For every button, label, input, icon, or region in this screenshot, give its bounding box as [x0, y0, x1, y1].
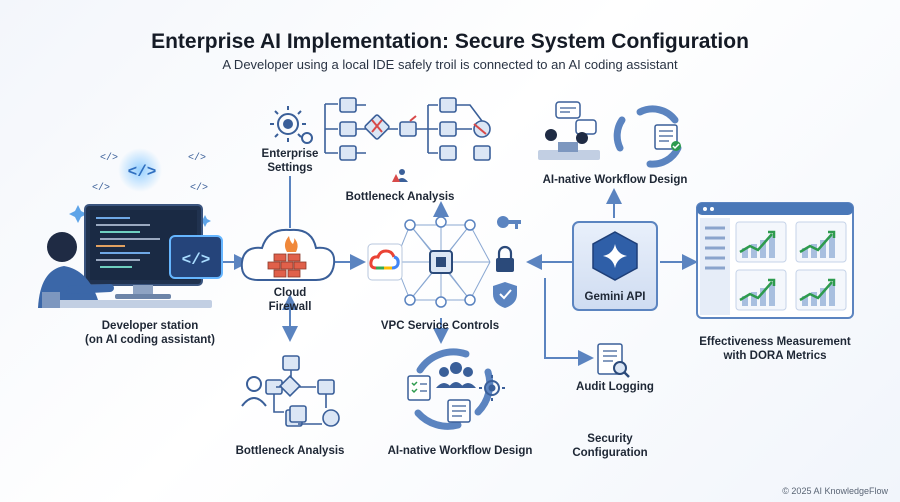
- collaboration-icon: [538, 101, 600, 160]
- workflow-top-label: AI-native Workflow Design: [542, 174, 688, 186]
- copyright-footer: © 2025 AI KnowledgeFlow: [782, 486, 888, 496]
- cloud-firewall-icon: [240, 228, 336, 281]
- vpc-label: VPC Service Controls: [380, 320, 500, 332]
- key-icon: [497, 216, 521, 229]
- users-small-icon: [392, 169, 408, 182]
- flow-arrows: [222, 176, 698, 366]
- bottleneck-flowchart-top: [324, 97, 491, 161]
- security-label-line1: Security: [587, 433, 633, 445]
- page-title: Enterprise AI Implementation: Secure Sys…: [151, 30, 749, 53]
- enterprise-label-line1: Enterprise: [261, 148, 319, 160]
- audit-log-icon: [597, 343, 630, 378]
- cloud-label-line1: Cloud: [273, 287, 307, 299]
- svg-text:</>: </>: [128, 163, 157, 181]
- security-label-line2: Configuration: [572, 447, 648, 459]
- enterprise-settings-label: Enterprise Settings: [245, 147, 335, 175]
- effectiveness-label-line1: Effectiveness Measurement: [699, 336, 851, 348]
- security-label: Security Configuration: [555, 432, 665, 460]
- effectiveness-label: Effectiveness Measurement with DORA Metr…: [690, 335, 860, 363]
- cloud-label-line2: Firewall: [268, 301, 312, 313]
- audit-label: Audit Logging: [576, 381, 654, 393]
- gear-small-icon: [479, 375, 505, 401]
- gear-icon: [270, 106, 313, 144]
- developer-label-line2: (on AI coding assistant): [85, 334, 215, 346]
- svg-text:</>: </>: [188, 152, 206, 164]
- svg-text:</>: </>: [92, 182, 110, 194]
- developer-station-icon: </> </> </> </> </> </>: [38, 148, 223, 308]
- enterprise-label-line2: Settings: [267, 162, 313, 174]
- dora-dashboard: [696, 202, 854, 319]
- shield-icon: [493, 282, 517, 308]
- bottleneck-top-label: Bottleneck Analysis: [345, 191, 455, 203]
- gemini-api-box: [572, 221, 658, 311]
- cloud-firewall-label: Cloud Firewall: [250, 286, 330, 314]
- team-icon: [436, 362, 476, 388]
- vpc-core-inner: [436, 257, 446, 267]
- document-icon: [447, 399, 471, 423]
- user-icon: [241, 376, 267, 407]
- document-check-icon: [654, 124, 681, 151]
- page-subtitle: A Developer using a local IDE safely tro…: [222, 57, 678, 72]
- google-cloud-icon: [367, 243, 403, 281]
- lock-icon: [496, 245, 514, 272]
- svg-text:</>: </>: [100, 152, 118, 164]
- bottleneck-flowchart-bottom: [265, 355, 340, 427]
- workflow-bottom-label: AI-native Workflow Design: [387, 445, 533, 457]
- bottleneck-bottom-label: Bottleneck Analysis: [235, 445, 345, 457]
- developer-station-label: Developer station (on AI coding assistan…: [60, 319, 240, 347]
- developer-label-line1: Developer station: [101, 320, 199, 332]
- effectiveness-label-line2: with DORA Metrics: [723, 350, 827, 362]
- gemini-label: Gemini API: [584, 291, 646, 303]
- vpc-nodes: [404, 216, 476, 308]
- svg-text:</>: </>: [182, 251, 211, 269]
- checklist-icon: [407, 375, 431, 401]
- svg-text:</>: </>: [190, 182, 208, 194]
